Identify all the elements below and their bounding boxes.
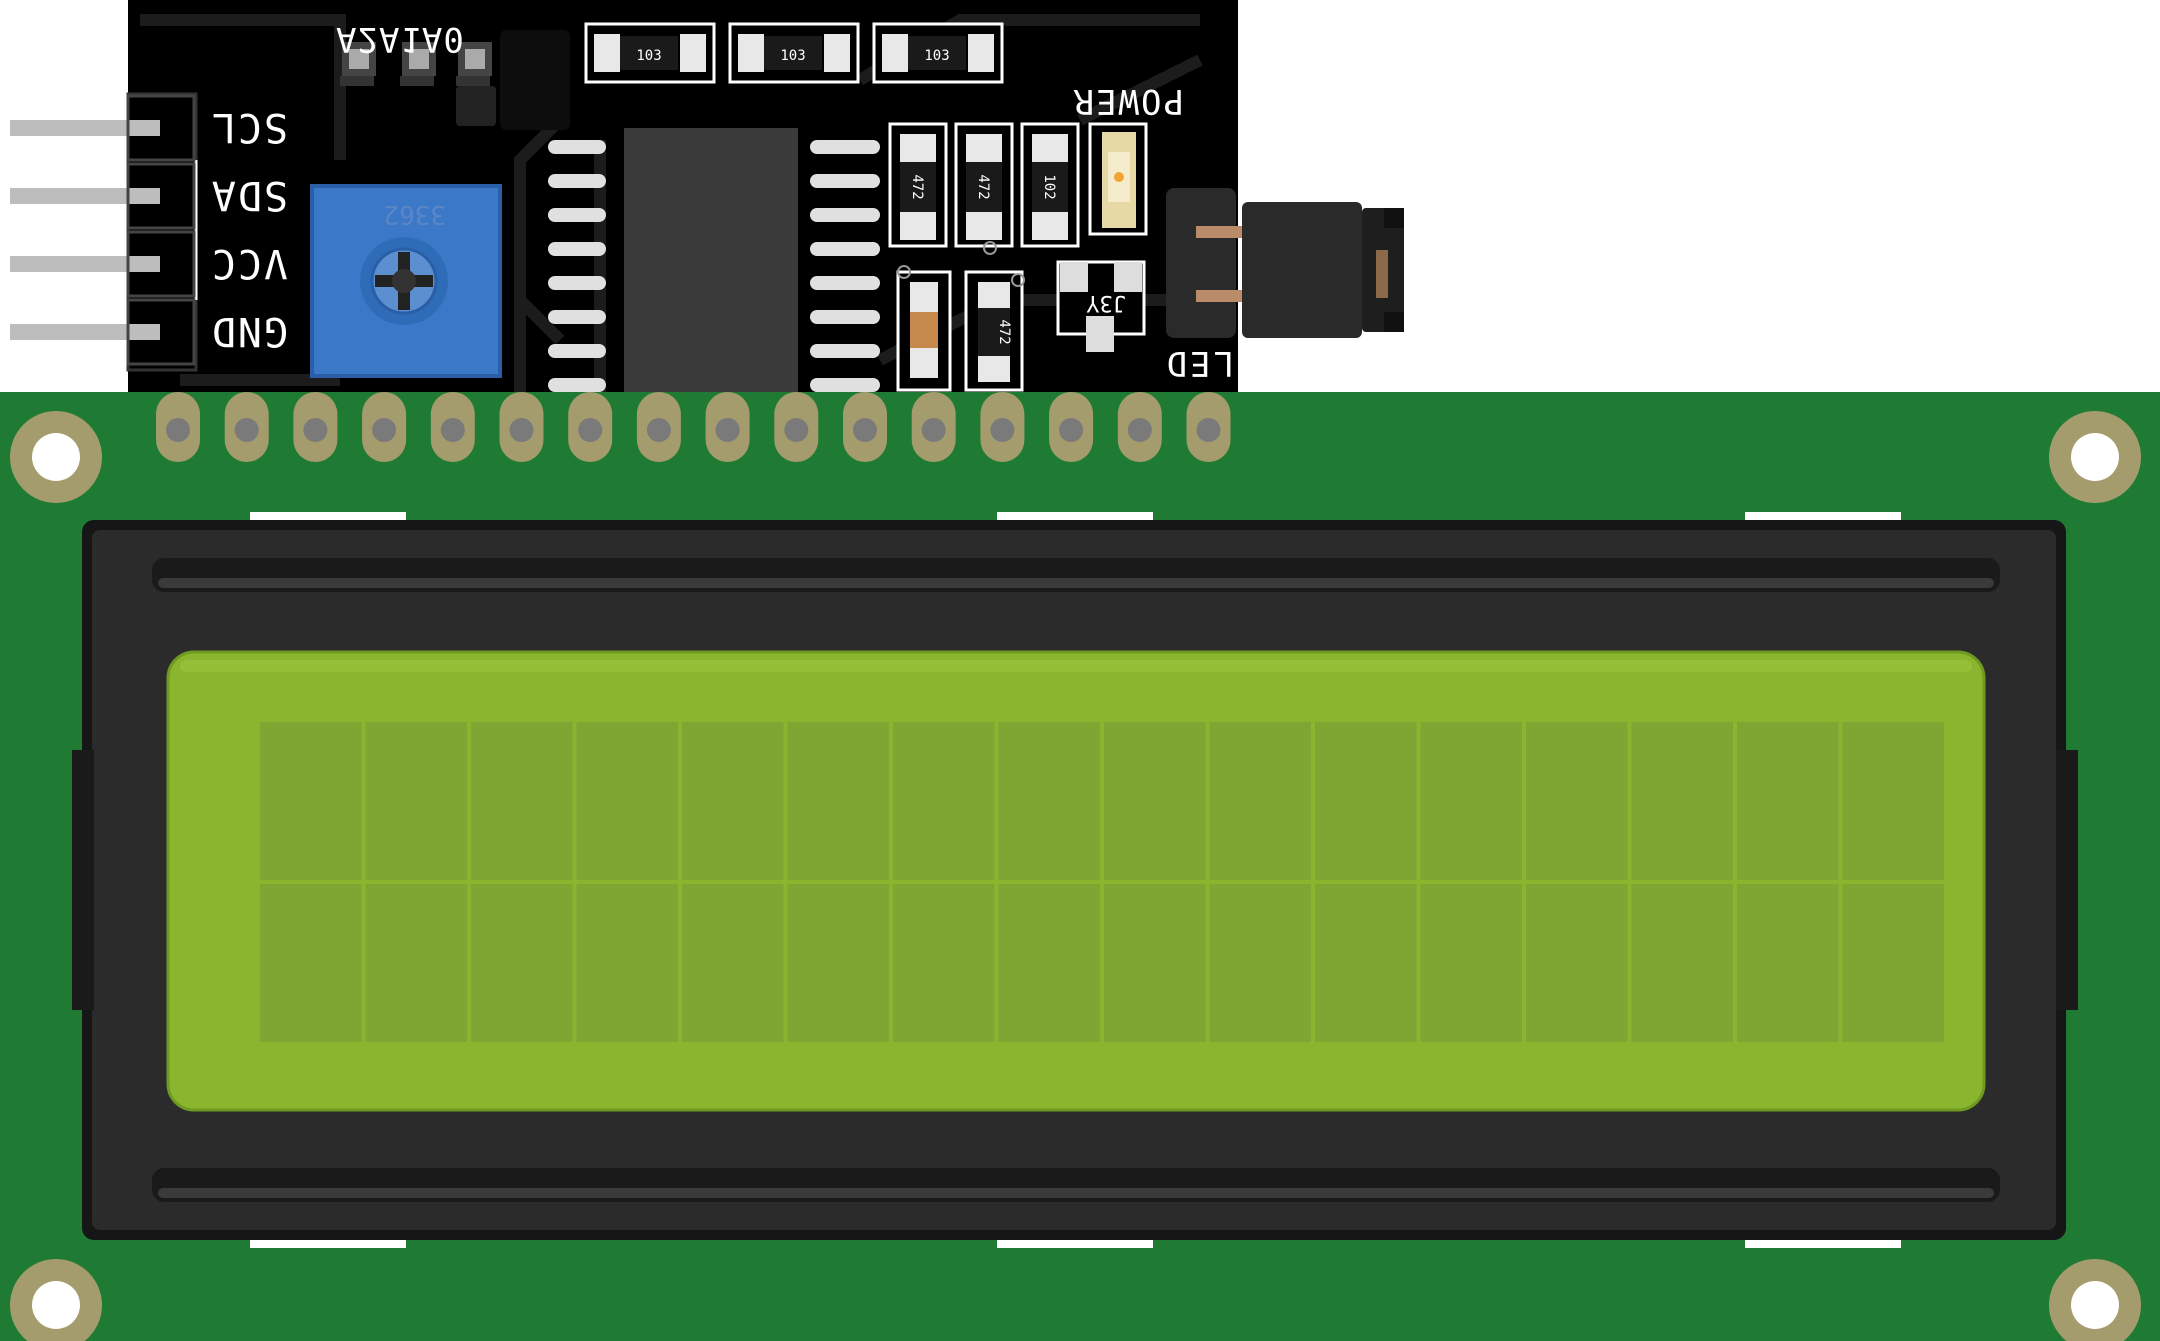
edge-pad bbox=[980, 392, 1025, 462]
resistor-top: 103 bbox=[584, 22, 716, 84]
header-pins bbox=[10, 94, 196, 366]
char-cell bbox=[682, 722, 784, 880]
char-cell bbox=[1104, 722, 1206, 880]
expander-ic bbox=[548, 128, 880, 392]
edge-pad bbox=[224, 392, 269, 462]
led-label: LED bbox=[1164, 343, 1234, 383]
svg-text:102: 102 bbox=[1041, 174, 1057, 199]
top-resistors: 103 103 103 bbox=[584, 22, 1004, 84]
char-cell bbox=[682, 884, 784, 1042]
resistor-right: 472 bbox=[954, 122, 1014, 248]
resistor-lower: 472 bbox=[964, 241, 1025, 392]
char-cell bbox=[998, 722, 1100, 880]
address-jumper-pads bbox=[340, 42, 492, 86]
char-cell bbox=[998, 884, 1100, 1042]
edge-pad bbox=[499, 392, 544, 462]
char-cell bbox=[260, 722, 362, 880]
char-cell bbox=[1209, 884, 1311, 1042]
edge-pad bbox=[636, 392, 681, 462]
edge-pad bbox=[362, 392, 407, 462]
svg-text:472: 472 bbox=[996, 319, 1012, 344]
pin-labels: SCL SDA VCC GND bbox=[210, 104, 288, 354]
char-cell bbox=[1420, 722, 1522, 880]
potentiometer-code: 3362 bbox=[383, 199, 446, 229]
char-cell bbox=[576, 722, 678, 880]
char-cell bbox=[1842, 722, 1944, 880]
char-cell bbox=[1631, 722, 1733, 880]
char-cell bbox=[1209, 722, 1311, 880]
pin-scl[interactable] bbox=[10, 94, 196, 162]
svg-text:J3Y: J3Y bbox=[1086, 290, 1126, 315]
pin-sda[interactable] bbox=[10, 162, 196, 230]
svg-text:103: 103 bbox=[780, 48, 805, 64]
transistor-j3y: J3Y bbox=[1056, 260, 1146, 352]
mounting-holes bbox=[10, 411, 2141, 1341]
char-cell bbox=[365, 722, 467, 880]
resistor-top: 103 bbox=[872, 22, 1004, 84]
power-label: POWER bbox=[1072, 81, 1184, 121]
pin-label-vcc: VCC bbox=[210, 240, 288, 286]
char-cell bbox=[471, 722, 573, 880]
capacitor bbox=[896, 265, 952, 392]
char-cell bbox=[1526, 884, 1628, 1042]
char-cell bbox=[787, 884, 889, 1042]
resistor-right: 102 bbox=[1020, 122, 1080, 248]
char-cell bbox=[260, 884, 362, 1042]
pin-vcc[interactable] bbox=[10, 230, 196, 298]
edge-pad bbox=[568, 392, 613, 462]
char-cell bbox=[1842, 884, 1944, 1042]
char-cell bbox=[1315, 884, 1417, 1042]
char-cell bbox=[1737, 884, 1839, 1042]
pin-gnd[interactable] bbox=[10, 298, 196, 366]
edge-pads bbox=[156, 392, 1231, 462]
svg-text:472: 472 bbox=[909, 174, 925, 199]
pin-label-sda: SDA bbox=[210, 172, 288, 218]
char-cell bbox=[893, 722, 995, 880]
svg-text:103: 103 bbox=[636, 48, 661, 64]
char-cell bbox=[1737, 722, 1839, 880]
power-led bbox=[1088, 122, 1148, 236]
edge-pad bbox=[911, 392, 956, 462]
resistor-top: 103 bbox=[728, 22, 860, 84]
resistor-right: 472 bbox=[888, 122, 948, 248]
char-cell bbox=[1420, 884, 1522, 1042]
edge-pad bbox=[705, 392, 750, 462]
pin-label-gnd: GND bbox=[210, 308, 288, 354]
pin-label-scl: SCL bbox=[210, 104, 288, 150]
edge-pad bbox=[430, 392, 475, 462]
edge-pad bbox=[774, 392, 819, 462]
edge-pad bbox=[156, 392, 200, 462]
char-cell bbox=[576, 884, 678, 1042]
edge-pad bbox=[1049, 392, 1094, 462]
character-grid bbox=[260, 722, 1944, 1042]
transistor bbox=[456, 86, 496, 126]
edge-pad bbox=[1186, 392, 1231, 462]
svg-text:103: 103 bbox=[924, 48, 949, 64]
potentiometer[interactable]: 3362 bbox=[310, 184, 502, 378]
char-cell bbox=[1631, 884, 1733, 1042]
edge-pad bbox=[1117, 392, 1162, 462]
edge-pad bbox=[293, 392, 338, 462]
edge-pad bbox=[843, 392, 887, 462]
address-pads-label: A2A1A0 bbox=[336, 19, 465, 59]
right-resistors: 472 472 102 bbox=[888, 122, 1080, 248]
char-cell bbox=[471, 884, 573, 1042]
char-cell bbox=[893, 884, 995, 1042]
char-cell bbox=[787, 722, 889, 880]
led-jumper[interactable] bbox=[1166, 188, 1404, 338]
char-cell bbox=[1315, 722, 1417, 880]
char-cell bbox=[365, 884, 467, 1042]
svg-text:472: 472 bbox=[975, 174, 991, 199]
char-cell bbox=[1526, 722, 1628, 880]
char-cell bbox=[1104, 884, 1206, 1042]
